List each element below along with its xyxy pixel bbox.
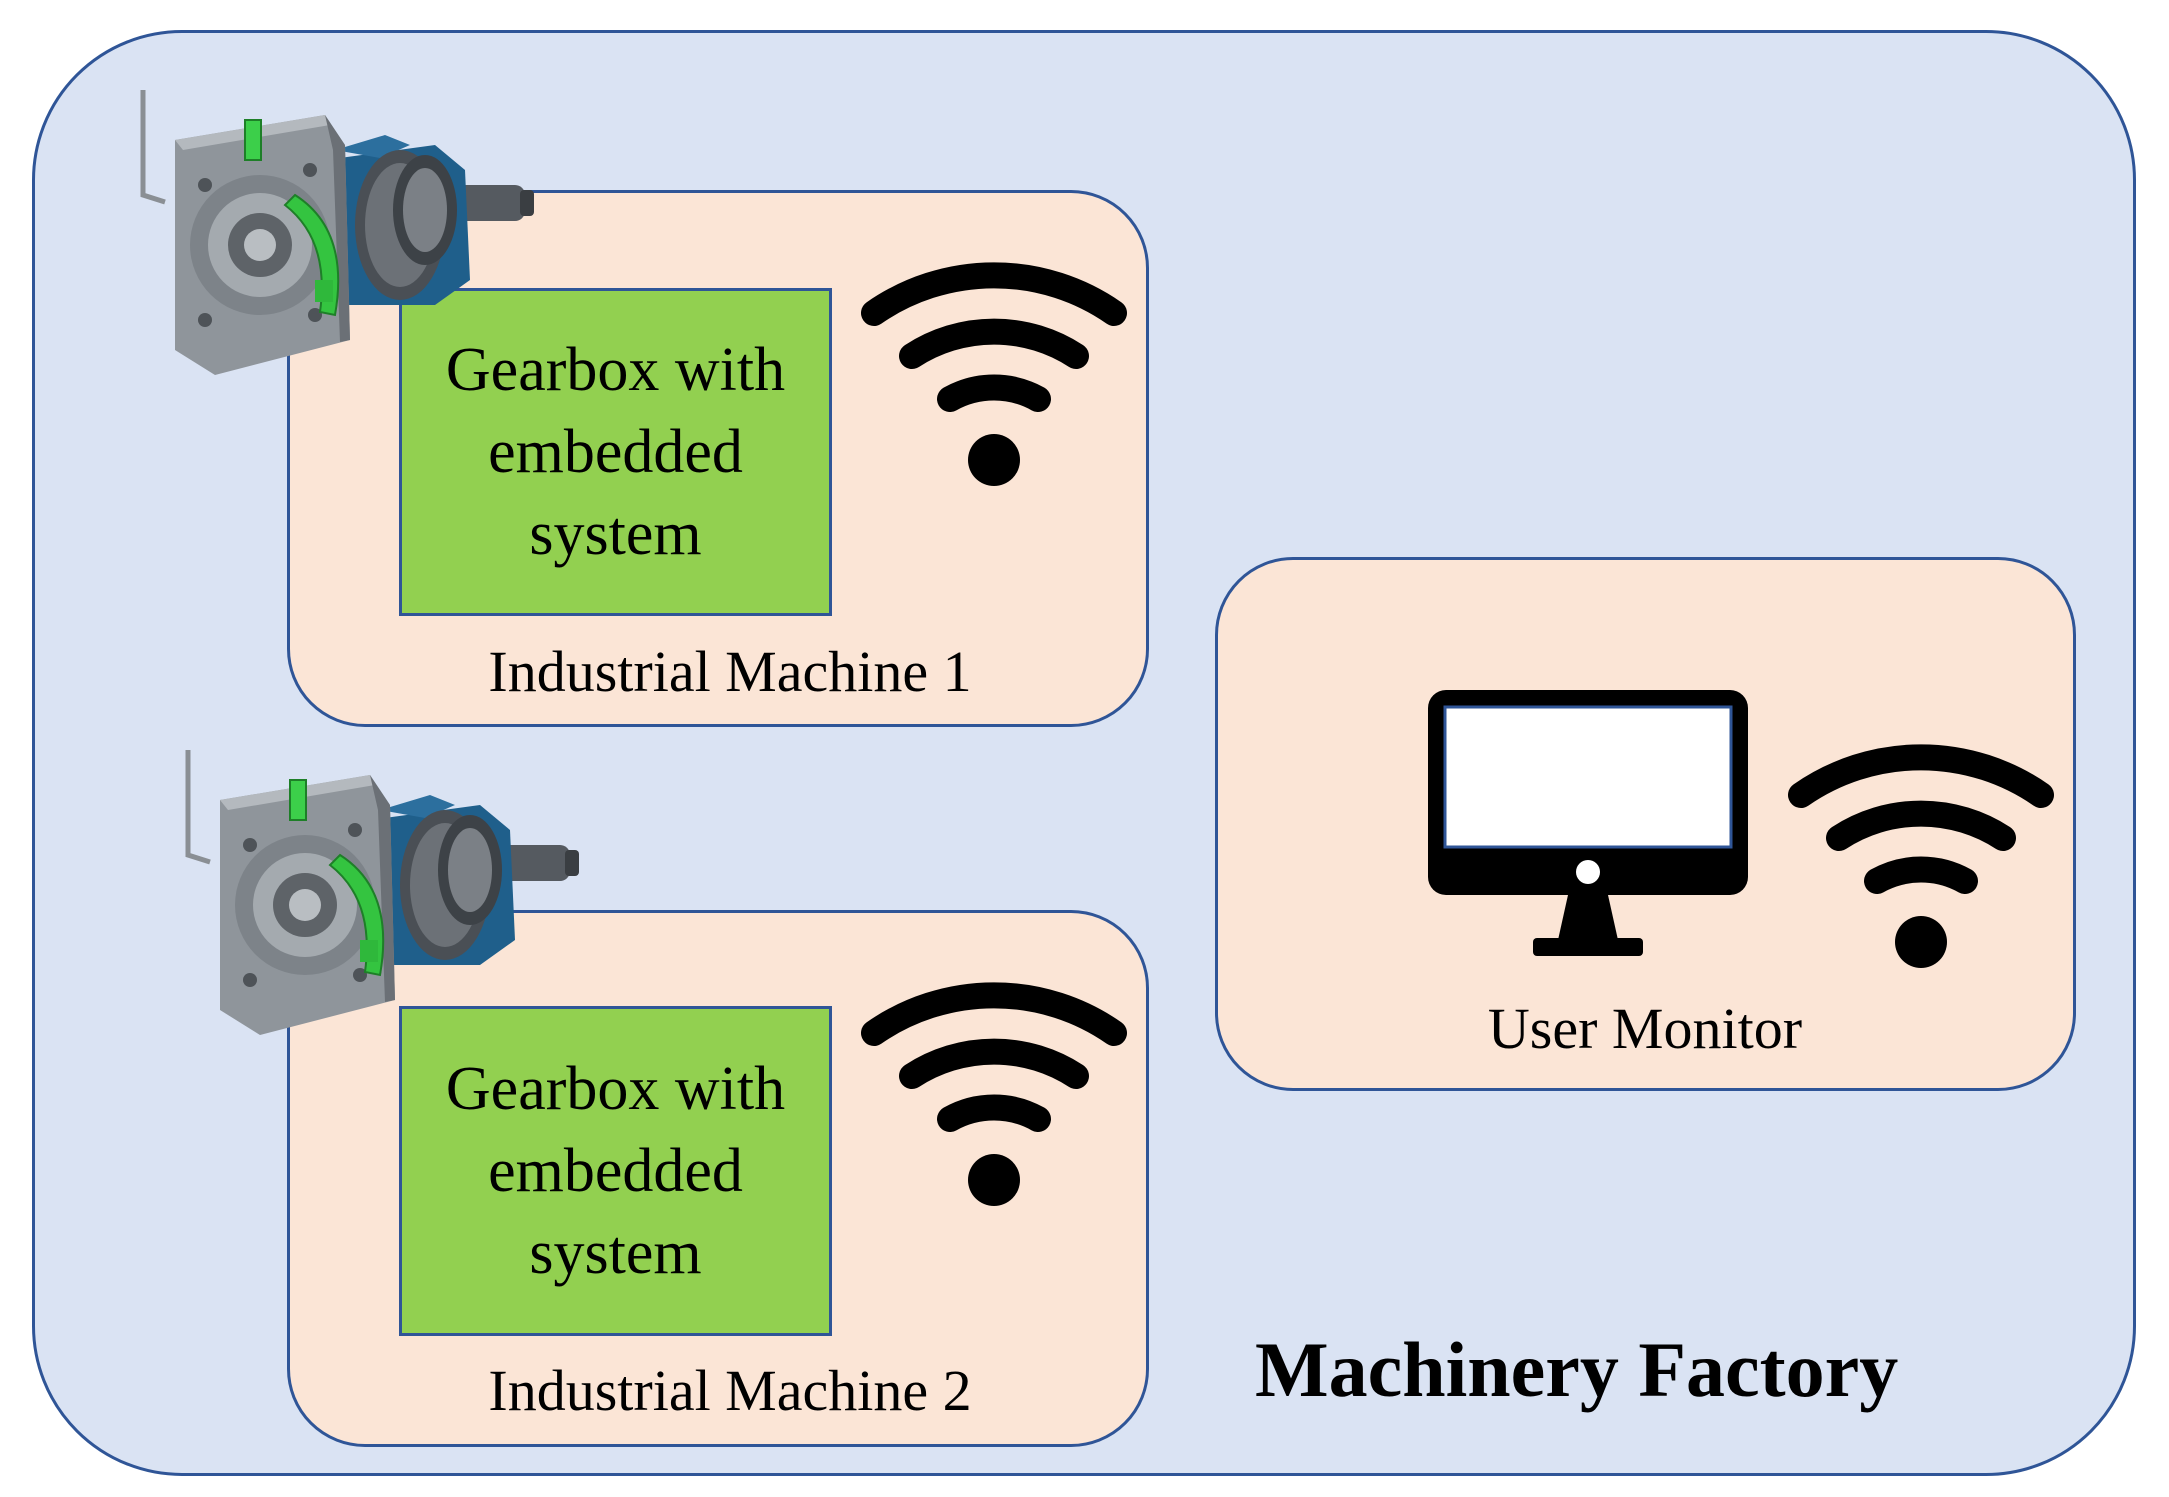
- user-monitor-label: User Monitor: [1487, 996, 1803, 1061]
- gearbox-embedded-system-1: Gearbox with embedded system: [399, 288, 832, 616]
- gearbox-icon: [180, 750, 590, 1060]
- wifi-icon: [1791, 720, 2051, 970]
- wifi-icon: [864, 238, 1124, 488]
- wifi-icon: [864, 958, 1124, 1208]
- industrial-machine-1-label: Industrial Machine 1: [488, 639, 972, 704]
- gearbox-icon: [135, 90, 545, 400]
- industrial-machine-2-label: Industrial Machine 2: [488, 1358, 972, 1423]
- gearbox-embedded-system-2: Gearbox with embedded system: [399, 1006, 832, 1336]
- monitor-icon: [1428, 690, 1748, 956]
- factory-title: Machinery Factory: [1255, 1326, 1899, 1413]
